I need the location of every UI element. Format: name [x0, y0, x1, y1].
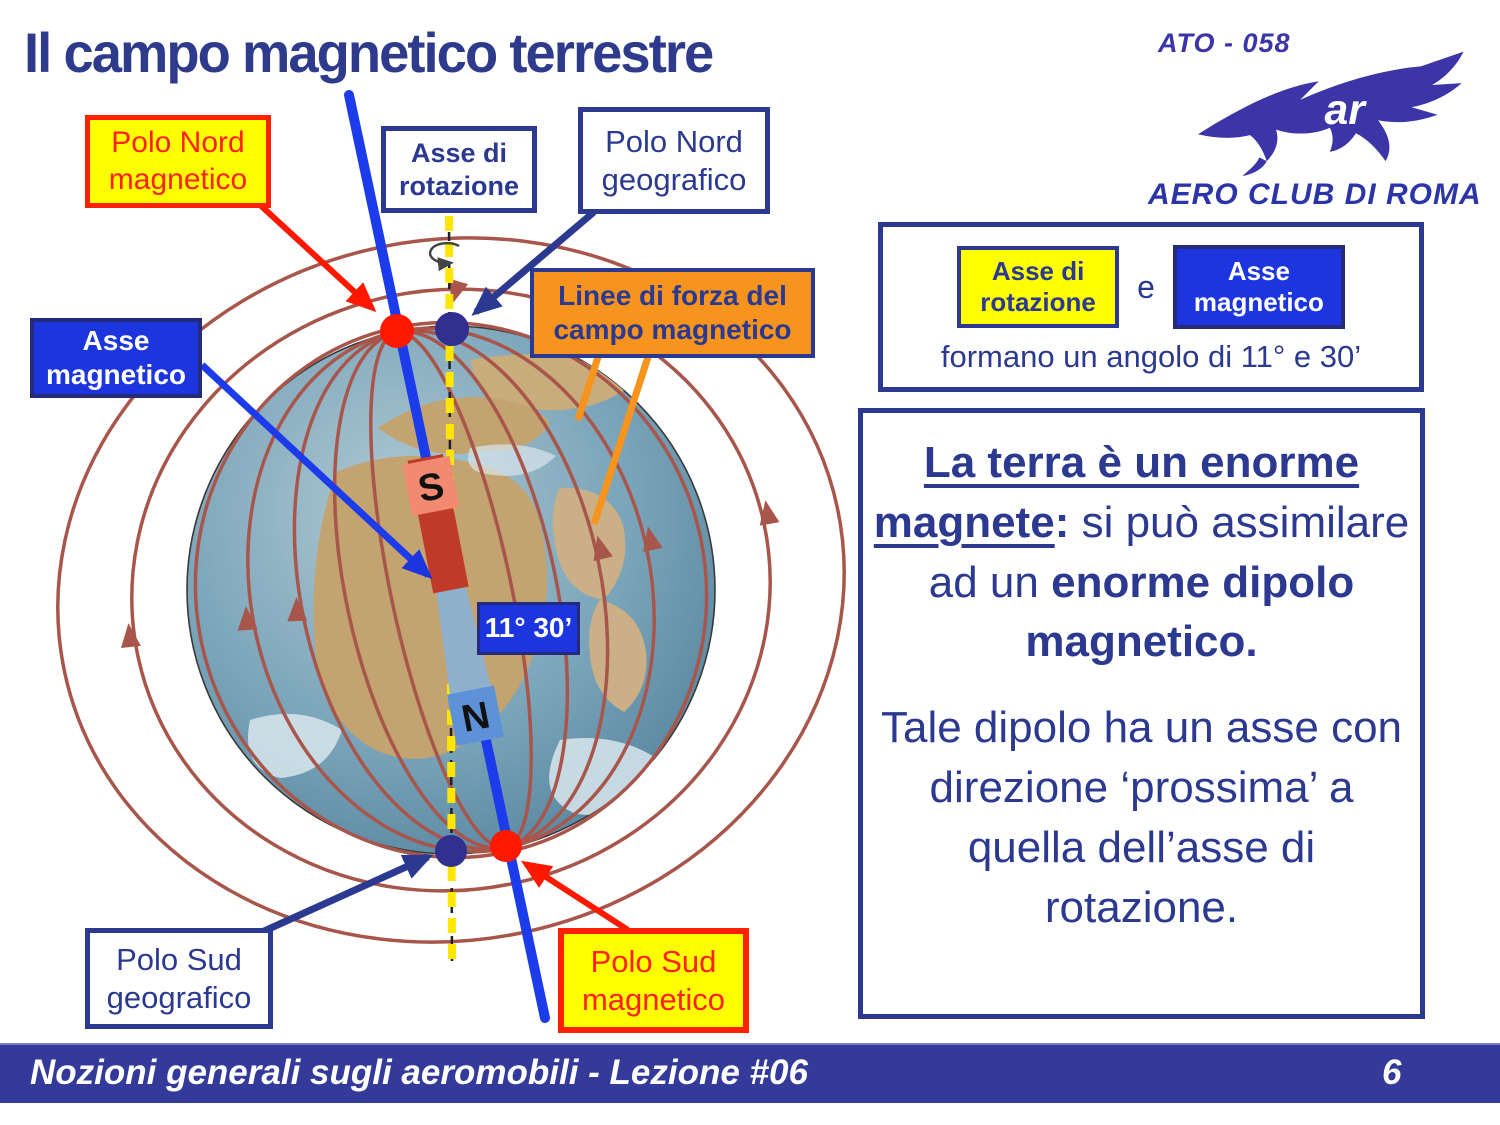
south-geographic-pole-dot: [435, 835, 467, 867]
magnet-north-pole: [446, 685, 504, 746]
middle-text: si può assimilare ad un: [928, 497, 1410, 607]
north-magnetic-pole-dot: [380, 314, 414, 348]
ato-code-label: ATO - 058: [1158, 28, 1291, 58]
angle-panel-magnetic-axis-chip: Asse magnetico: [1172, 245, 1345, 329]
label-angle-11-30: 11° 30’: [477, 602, 580, 655]
aero-club-eagle-logo: ar: [1198, 51, 1464, 176]
angle-panel-caption: formano un angolo di 11° e 30’: [940, 339, 1362, 374]
north-geographic-callout-arrow: [471, 209, 597, 316]
bar-magnet: S N: [402, 454, 504, 746]
main-text-paragraph-2: Tale dipolo ha un asse con direzione ‘pr…: [880, 703, 1403, 932]
aero-club-di-roma-label: AERO CLUB DI ROMA: [1148, 178, 1482, 211]
footer-page-number: 6: [1382, 1053, 1402, 1092]
emphasis-text: La terra è un enorme magnete: [873, 438, 1360, 547]
field-lines-callout-line-1: [574, 355, 602, 422]
page-title: Il campo magnetico terrestre: [24, 21, 714, 84]
label-polo-nord-geografico: Polo Nord geografico: [578, 107, 770, 214]
magnet-south-pole: [402, 455, 460, 517]
angle-panel-conjunction: e: [1137, 268, 1155, 305]
footer-bar: Nozioni generali sugli aeromobili - Lezi…: [0, 1043, 1500, 1103]
north-geographic-pole-dot: [435, 312, 469, 346]
south-magnetic-callout-arrow: [520, 860, 630, 933]
eagle-beak: [1242, 157, 1267, 176]
angle-panel-rotation-axis-chip: Asse di rotazione: [957, 246, 1120, 328]
south-magnetic-pole-dot: [490, 830, 522, 862]
label-linee-di-forza: Linee di forza del campo magnetico: [530, 268, 815, 358]
magnetic-axis-callout-arrow: [199, 362, 433, 580]
eagle-silhouette: [1198, 51, 1464, 162]
rotation-direction-arrow: [428, 241, 460, 272]
north-magnetic-callout-arrow: [255, 200, 377, 313]
earth-magnetic-field-diagram: S N: [56, 90, 846, 1023]
label-asse-magnetico: Asse magnetico: [30, 318, 202, 398]
angle-panel: Asse di rotazione e Asse magnetico forma…: [878, 222, 1424, 392]
footer-lesson-title: Nozioni generali sugli aeromobili - Lezi…: [30, 1053, 808, 1092]
main-text-panel: La terra è un enorme magnete: si può ass…: [858, 408, 1425, 1019]
angle-panel-row: Asse di rotazione e Asse magnetico: [883, 245, 1419, 329]
label-polo-nord-magnetico: Polo Nord magnetico: [85, 115, 271, 208]
colon-text: :: [1054, 497, 1070, 547]
south-geographic-callout-arrow: [260, 853, 434, 936]
strong-text: enorme dipolo magnetico.: [1025, 557, 1355, 667]
label-polo-sud-geografico: Polo Sud geografico: [85, 928, 273, 1029]
label-asse-di-rotazione: Asse di rotazione: [381, 126, 537, 213]
label-polo-sud-magnetico: Polo Sud magnetico: [558, 928, 749, 1033]
field-lines-callout-line-2: [590, 355, 652, 526]
eagle-monogram: ar: [1325, 86, 1368, 134]
main-text-paragraph-1: La terra è un enorme magnete: si può ass…: [873, 433, 1410, 672]
